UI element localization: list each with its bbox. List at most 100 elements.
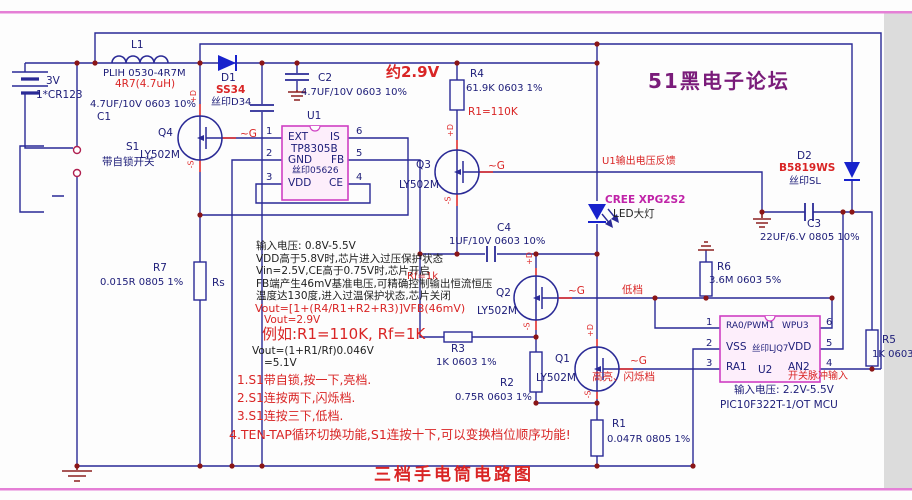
r2-value: 0.75R 0603 1% (455, 392, 532, 403)
formula-vout-result: Vout=2.9V (264, 314, 321, 326)
forum-title: 51黑电子论坛 (648, 69, 790, 93)
q4-gate-label: ~G (240, 128, 257, 140)
c3-value: 22UF/6.V 0805 10% (760, 232, 860, 243)
q3-drain-label: +D (446, 123, 456, 137)
net-feedback-label: U1输出电压反馈 (602, 156, 676, 167)
u1-pin-vdd: VDD (288, 177, 312, 189)
q2-gate-label: ~G (568, 285, 585, 297)
u2-pin-num-4: 4 (826, 358, 833, 369)
u1-pin-num-1: 1 (266, 126, 273, 137)
instruction-4: 4.TEN-TAP循环切换功能,S1连按十下,可以变换档位顺序功能! (229, 427, 571, 442)
u2-ref: U2 (758, 364, 773, 376)
r5-ref: R5 (882, 334, 896, 346)
q3-part: LY502M (399, 179, 439, 191)
mosfet-q1 (574, 346, 620, 392)
q4-drain-label: +D (189, 89, 199, 103)
right-gray-strip (884, 13, 912, 489)
u2-part: PIC10F322T-1/OT MCU (720, 399, 838, 411)
note-line-4: FB端产生46mV基准电压,可精确控制输出恒流恒压 (256, 278, 493, 290)
ic-u1-box (281, 125, 349, 201)
r7-value: 0.015R 0805 1% (100, 277, 184, 288)
c1-value: 4.7UF/10V 0603 10% (90, 99, 196, 110)
u2-pin-ra0: RA0/PWM1 (726, 321, 775, 331)
rf-note: Rf=1k (407, 271, 439, 282)
u1-pin-ext: EXT (288, 131, 309, 143)
u1-silk: 丝印05626 (292, 166, 339, 176)
formula-vout2-result: =5.1V (264, 357, 297, 369)
q4-part: LY502M (140, 149, 180, 161)
note-line-5: 温度达130度,进入过温保护状态,芯片关闭 (256, 290, 451, 302)
q3-gate-label: ~G (488, 160, 505, 172)
r7-ref: R7 (153, 262, 167, 274)
c2-ref: C2 (318, 72, 333, 84)
d1-ref: D1 (221, 72, 236, 84)
s1-desc: 带自锁开关 (102, 156, 155, 168)
u2-pin-an2: AN2 (788, 361, 810, 373)
note-line-3: Vin=2.5V,CE高于0.75V时,芯片开启 (256, 265, 430, 277)
d2-silk: 丝印SL (789, 176, 821, 187)
q2-source-label: -S (522, 322, 532, 331)
q2-drain-label: +D (525, 251, 535, 265)
r4-value: 61.9K 0603 1% (466, 83, 543, 94)
u2-pin-num-5: 5 (826, 338, 833, 349)
mosfet-q4 (177, 115, 223, 161)
ic-u2-box (719, 315, 821, 383)
d2-ref: D2 (797, 150, 812, 162)
junction-dots (74, 41, 875, 469)
led-symbol (588, 204, 619, 228)
top-pink-line (0, 11, 912, 14)
c4-ref: C4 (497, 222, 512, 234)
net-high-flash-label: 高亮、闪烁档 (592, 371, 655, 383)
diode-d2 (844, 162, 860, 181)
output-voltage-note: 约2.9V (386, 63, 440, 81)
formula-vout2: Vout=(1+R1/Rf)0.046V (252, 345, 374, 357)
r4-note: R1=110K (468, 106, 518, 118)
mosfet-q3 (434, 149, 480, 195)
u1-pin-fb: FB (331, 154, 345, 166)
u2-pin-vss: VSS (726, 341, 747, 353)
u2-pin-num-2: 2 (706, 338, 713, 349)
net-low-gear-label: 低档 (622, 284, 643, 296)
u1-ref: U1 (307, 110, 322, 122)
bottom-pink-line (0, 488, 912, 491)
r1-ref: R1 (612, 418, 626, 430)
r4-ref: R4 (470, 68, 484, 80)
note-line-1: 输入电压: 0.8V-5.5V (256, 240, 356, 252)
u1-pin-num-5: 5 (356, 148, 363, 159)
instruction-2: 2.S1连按两下,闪烁档. (237, 391, 356, 405)
u2-pin-vdd: VDD (788, 341, 812, 353)
instruction-1: 1.S1带自锁,按一下,亮档. (237, 373, 372, 387)
led-desc: LED大灯 (613, 208, 655, 220)
instruction-3: 3.S1连按三下,低档. (237, 409, 344, 423)
u2-pin-wpu3: WPU3 (782, 321, 809, 331)
q1-part: LY502M (536, 372, 576, 384)
q3-ref: Q3 (416, 159, 431, 171)
q1-ref: Q1 (555, 353, 570, 365)
formula-example: 例如:R1=110K, Rf=1K (262, 325, 426, 343)
q1-drain-label: +D (586, 323, 596, 337)
r3-value: 1K 0603 1% (436, 357, 497, 368)
l1-part: PLIH 0530-4R7M (103, 68, 186, 79)
mosfet-symbols (177, 115, 620, 392)
q2-part: LY502M (477, 305, 517, 317)
q1-source-label: -S (583, 390, 593, 399)
u1-pin-gnd: GND (288, 154, 313, 166)
switch-s1-symbol (72, 145, 82, 178)
r6-ref: R6 (717, 261, 731, 273)
c4-value: 1UF/10V 0603 10% (449, 236, 546, 247)
q4-ref: Q4 (158, 127, 173, 139)
battery-voltage: 3V (46, 75, 60, 87)
mosfet-q2 (513, 275, 559, 321)
r5-value: 1K 0603 (872, 349, 912, 360)
r7-alt-ref: Rs (212, 277, 225, 289)
q3-source-label: -S (443, 196, 453, 205)
resistor-symbols (193, 79, 879, 457)
u2-pin-num-3: 3 (706, 358, 713, 369)
l1-ref: L1 (131, 39, 144, 51)
l1-value: 4R7(4.7uH) (115, 78, 176, 90)
battery-model: 1*CR123 (36, 89, 83, 101)
schematic-caption: 三档手电筒电路图 (374, 465, 534, 485)
battery-symbol (12, 71, 48, 95)
